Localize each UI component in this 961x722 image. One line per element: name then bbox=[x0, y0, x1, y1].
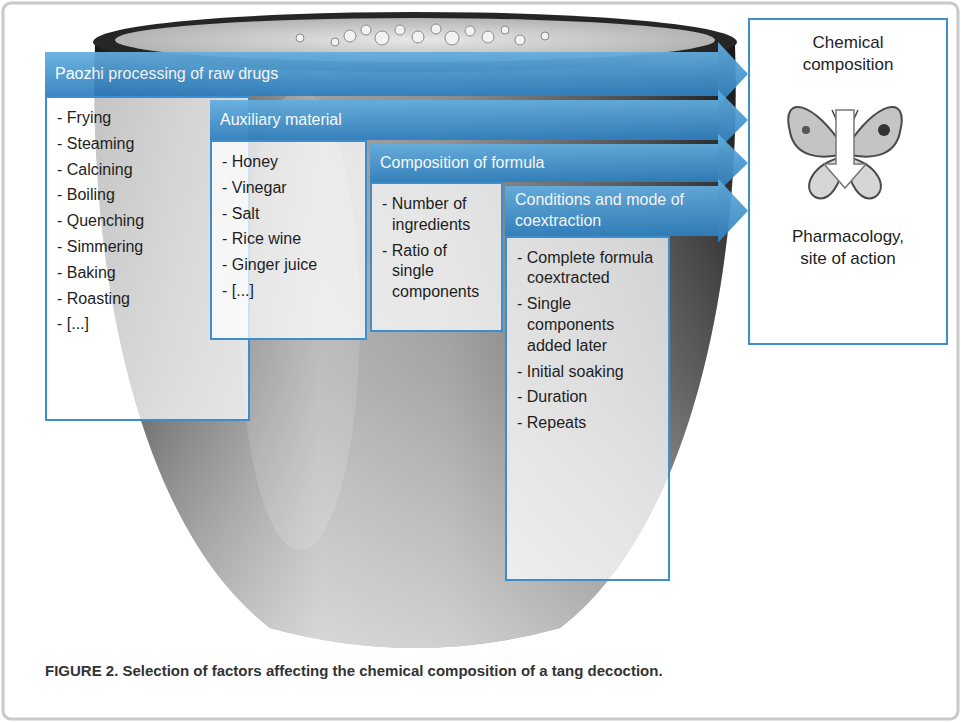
list-item: - Initial soaking bbox=[517, 362, 660, 383]
butterfly-icon bbox=[788, 107, 901, 198]
list-item: - Single components added later bbox=[517, 294, 660, 356]
banner-heading: Conditions and mode of coextraction bbox=[515, 190, 700, 232]
factor-box: Conditions and mode of coextraction- Com… bbox=[505, 186, 718, 581]
list-item: - Rice wine bbox=[222, 229, 357, 250]
bubbles bbox=[296, 24, 549, 46]
banner: Paozhi processing of raw drugs bbox=[45, 52, 718, 96]
list-item: - Boiling bbox=[57, 185, 240, 206]
result-label: Pharmacology, site of action bbox=[783, 226, 913, 270]
list-item: - Ginger juice bbox=[222, 255, 357, 276]
list-item: - Honey bbox=[222, 152, 357, 173]
factor-list: - Complete formula coextracted- Single c… bbox=[505, 236, 670, 581]
list-item: - Number of ingredients bbox=[382, 194, 493, 236]
banner-heading: Auxiliary material bbox=[220, 110, 342, 131]
list-item: - Steaming bbox=[57, 134, 240, 155]
list-item: - Calcining bbox=[57, 160, 240, 181]
list-item: - Baking bbox=[57, 263, 240, 284]
list-item: - Repeats bbox=[517, 413, 660, 434]
list-item: - Complete formula coextracted bbox=[517, 248, 660, 290]
list-item: - [...] bbox=[57, 314, 240, 335]
list-item: - Ratio of single components bbox=[382, 241, 493, 303]
figure-frame bbox=[3, 3, 958, 719]
arrow-head bbox=[718, 179, 748, 243]
list-item: - Vinegar bbox=[222, 178, 357, 199]
list-item: - [...] bbox=[222, 281, 357, 302]
banner: Conditions and mode of coextraction bbox=[505, 186, 718, 236]
banner-heading: Composition of formula bbox=[380, 153, 545, 174]
figure-caption: FIGURE 2. Selection of factors affecting… bbox=[45, 662, 925, 679]
banner: Auxiliary material bbox=[210, 100, 718, 140]
list-item: - Frying bbox=[57, 108, 240, 129]
factor-list: - Honey - Vinegar - Salt - Rice wine - Ginge… bbox=[210, 140, 367, 340]
banner-heading: Paozhi processing of raw drugs bbox=[55, 64, 278, 85]
list-item: - Roasting bbox=[57, 289, 240, 310]
list-item: - Duration bbox=[517, 387, 660, 408]
banner: Composition of formula bbox=[370, 144, 718, 182]
result-label: Chemical composition bbox=[783, 32, 913, 76]
factor-list: - Number of ingredients - Ratio of single… bbox=[370, 182, 503, 332]
list-item: - Quenching bbox=[57, 211, 240, 232]
list-item: - Salt bbox=[222, 204, 357, 225]
result-box: Chemical compositionPharmacology, site o… bbox=[748, 18, 948, 345]
list-item: - Simmering bbox=[57, 237, 240, 258]
arrow-head bbox=[718, 134, 748, 192]
